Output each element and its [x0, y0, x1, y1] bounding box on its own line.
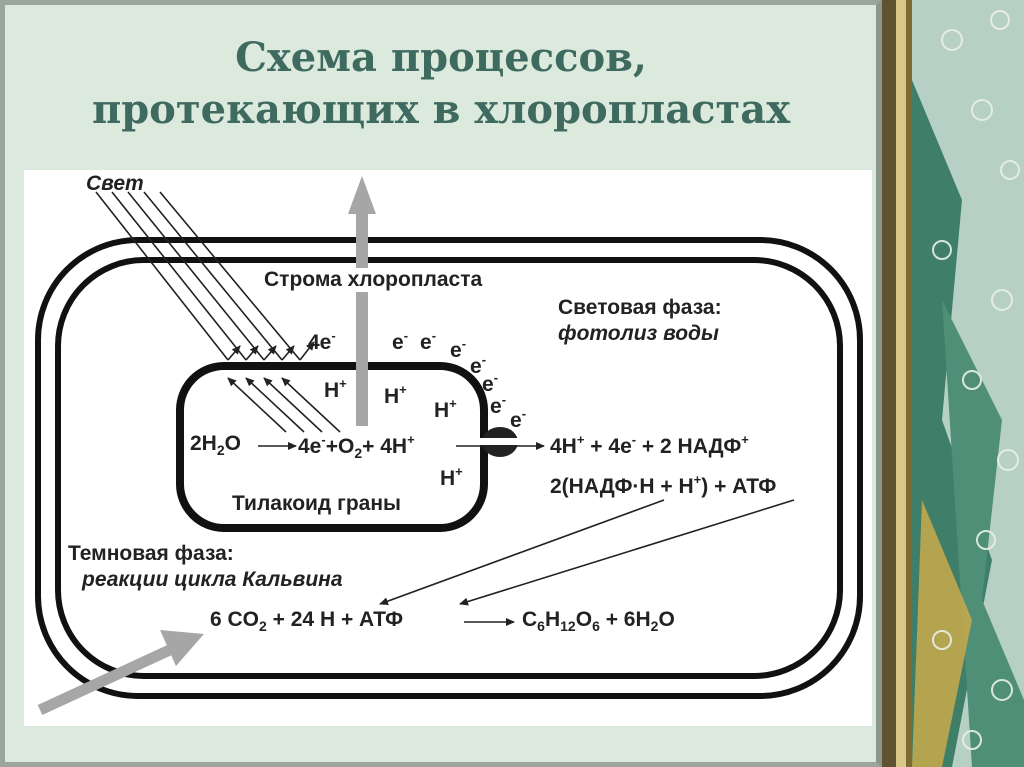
proton: H+ — [324, 376, 347, 402]
photolysis-reactant: 2H2O — [190, 432, 241, 458]
light-phase-products: 4H+ + 4e- + 2 НАДФ+ — [550, 432, 749, 458]
oxygen-arrow-head — [348, 176, 376, 214]
electron: e- — [470, 352, 487, 378]
proton: H+ — [434, 396, 457, 422]
calvin-products: C6H12O6 + 6H2O — [522, 608, 675, 634]
electron: e- — [482, 370, 499, 396]
nadph-atp-products: 2(НАДФ·H + H+) + АТФ — [550, 472, 777, 498]
oxygen-arrow-shaft — [356, 210, 368, 426]
chloroplast-diagram: Свет Строма хлоропласта Световая фаза: ф… — [24, 170, 872, 726]
proton: H+ — [384, 382, 407, 408]
slide-title: Схема процессов, протекающих в хлороплас… — [0, 32, 882, 136]
inner-membrane — [55, 257, 843, 679]
electron-arrows-top — [227, 341, 315, 361]
electron: e- — [392, 328, 409, 354]
electron: e- — [490, 392, 507, 418]
light-label: Свет — [86, 172, 144, 195]
light-phase-subtitle: фотолиз воды — [558, 322, 719, 345]
title-line-2: протекающих в хлоропластах — [91, 86, 791, 133]
decorative-pattern — [882, 0, 1024, 767]
electron: e- — [510, 406, 527, 432]
dark-phase-label: Темновая фаза: — [68, 542, 234, 565]
co2-input-arrow-shaft — [37, 643, 177, 715]
proton: H+ — [440, 464, 463, 490]
co2-input-arrow-head — [160, 630, 204, 666]
nadph-to-calvin-arrow — [379, 499, 665, 606]
electrons-top: 4e- — [308, 328, 336, 354]
diagram-graphics — [35, 176, 863, 715]
thylakoid-label: Тилакоид граны — [232, 492, 401, 515]
photolysis-products: 4e-+O2+ 4H+ — [298, 432, 415, 461]
calvin-reactants: 6 CO2 + 24 H + АТФ — [210, 608, 404, 634]
title-line-1: Схема процессов, — [235, 34, 647, 81]
light-rays-inner — [227, 377, 341, 433]
electron: e- — [450, 336, 467, 362]
decorative-side-panel — [882, 0, 1024, 767]
light-phase-label: Световая фаза: — [558, 296, 722, 319]
electron: e- — [420, 328, 437, 354]
dark-phase-subtitle: реакции цикла Кальвина — [82, 568, 343, 591]
atp-to-calvin-arrow — [459, 499, 795, 606]
stroma-label: Строма хлоропласта — [264, 268, 483, 292]
light-rays — [95, 191, 301, 361]
outer-membrane — [35, 237, 863, 699]
